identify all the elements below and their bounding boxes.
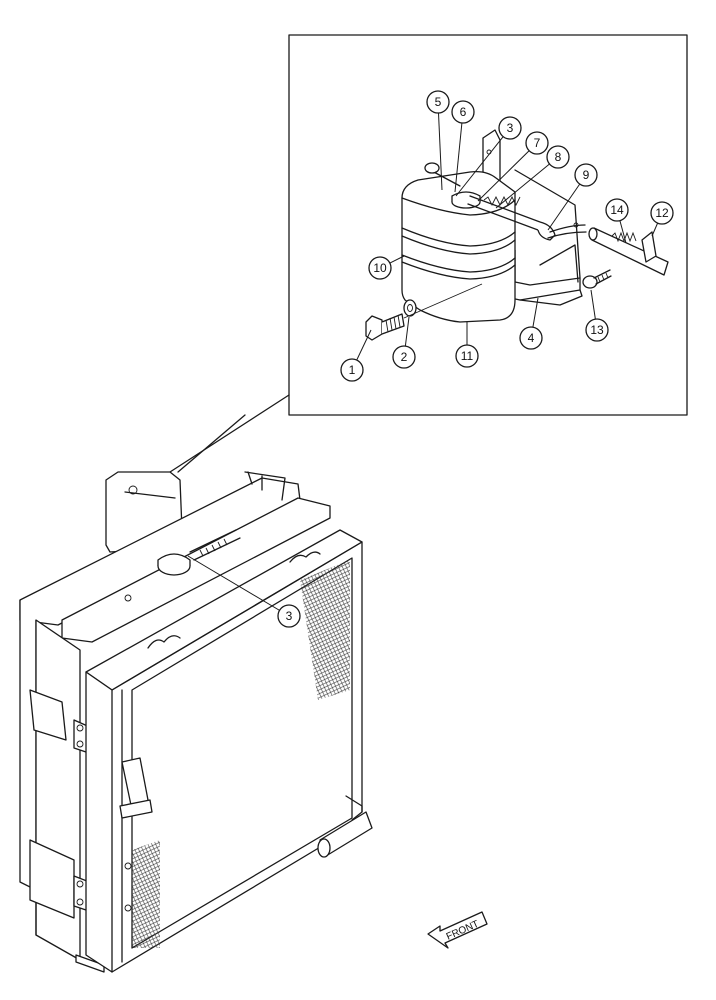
callout-number: 12 xyxy=(655,206,669,220)
detail-frame xyxy=(288,34,688,416)
callout-number: 8 xyxy=(555,150,562,164)
overflow-hose xyxy=(467,195,587,241)
callout-number: 3 xyxy=(507,121,514,135)
callout-circle xyxy=(574,163,598,187)
callout-c1: 1 xyxy=(340,329,372,382)
axis-line xyxy=(403,283,483,319)
callout-c10: 10 xyxy=(368,255,405,280)
callout-number: 2 xyxy=(401,350,408,364)
callout-circle xyxy=(426,90,450,114)
callout-leader-line xyxy=(454,111,464,193)
callout-number: 13 xyxy=(590,323,604,337)
bolt-part xyxy=(365,313,405,341)
callout-c3b: 3 xyxy=(187,555,301,628)
callout-c5: 5 xyxy=(426,90,450,191)
callout-c9: 9 xyxy=(547,163,598,231)
callout-c7: 7 xyxy=(477,131,549,202)
callout-circle xyxy=(605,198,629,222)
callout-circle xyxy=(277,604,301,628)
callout-number: 11 xyxy=(461,349,474,363)
inset-pointer-line xyxy=(177,414,246,473)
callout-circle xyxy=(455,344,479,368)
callout-circle xyxy=(368,256,392,280)
callout-leader-line xyxy=(495,156,559,209)
callout-circle xyxy=(451,100,475,124)
callout-leader-line xyxy=(477,142,538,202)
hose-clip xyxy=(588,227,669,276)
callout-number: 5 xyxy=(435,95,442,109)
callout-circle xyxy=(650,201,674,225)
callout-leader-line xyxy=(437,101,443,191)
callout-circle xyxy=(546,145,570,169)
callout-c2: 2 xyxy=(392,316,416,369)
inset-pointer-line xyxy=(169,394,290,473)
callout-circle xyxy=(340,358,364,382)
callout-circle xyxy=(498,116,522,140)
callout-c11: 11 xyxy=(455,322,479,368)
detail-inset xyxy=(169,34,688,473)
callout-number: 7 xyxy=(534,136,541,150)
callout-c4: 4 xyxy=(519,297,543,350)
callout-circle xyxy=(392,345,416,369)
callout-number: 3 xyxy=(286,609,293,623)
callout-number: 4 xyxy=(528,331,535,345)
callout-c3a: 3 xyxy=(455,116,522,197)
washer-part xyxy=(403,299,417,317)
callout-circle xyxy=(525,131,549,155)
callout-c8: 8 xyxy=(495,145,570,209)
callout-c12: 12 xyxy=(650,201,674,237)
front-direction-arrow: FRONT xyxy=(427,911,488,949)
callout-c14: 14 xyxy=(605,198,629,244)
callout-leader-line xyxy=(455,127,511,197)
callout-number: 10 xyxy=(373,261,387,275)
callout-circle xyxy=(519,326,543,350)
callout-number: 9 xyxy=(583,168,590,182)
callout-number: 6 xyxy=(460,105,467,119)
shroud-side xyxy=(85,671,113,973)
callout-c13: 13 xyxy=(585,289,609,342)
callout-leader-line xyxy=(187,555,290,617)
callout-number: 14 xyxy=(610,203,624,217)
reservoir-tank xyxy=(401,162,516,323)
callout-circle xyxy=(585,318,609,342)
callout-c6: 6 xyxy=(451,100,475,193)
callout-number: 1 xyxy=(349,363,356,377)
screw-part xyxy=(582,269,612,289)
radiator-assembly xyxy=(19,471,373,973)
